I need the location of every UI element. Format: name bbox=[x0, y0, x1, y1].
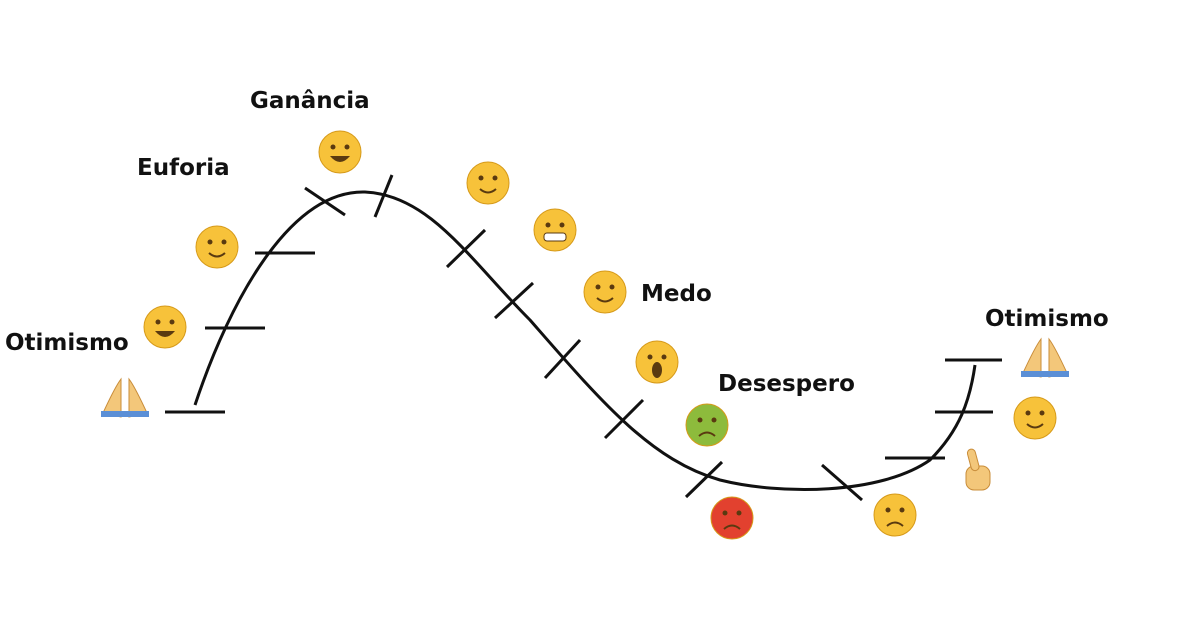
emoji-group bbox=[101, 130, 1069, 540]
money-mouth-icon bbox=[318, 130, 362, 174]
upside-down-icon bbox=[583, 270, 627, 314]
tick-marks bbox=[165, 174, 1002, 502]
praying-hands-icon bbox=[101, 377, 149, 418]
nauseated-icon bbox=[685, 403, 729, 447]
label-otimismo-end: Otimismo bbox=[985, 306, 1109, 332]
label-otimismo-start: Otimismo bbox=[5, 330, 129, 356]
grimacing-icon bbox=[533, 208, 577, 252]
disappointed-icon bbox=[873, 493, 917, 537]
praying-hands-icon bbox=[1021, 337, 1069, 378]
smirking-icon bbox=[466, 161, 510, 205]
relieved-icon bbox=[1013, 396, 1057, 440]
label-medo: Medo bbox=[641, 281, 712, 307]
screaming-icon bbox=[635, 340, 679, 384]
cycle-curve bbox=[193, 190, 977, 492]
grinning-icon bbox=[143, 305, 187, 349]
angry-icon bbox=[710, 496, 754, 540]
label-ganancia: Ganância bbox=[250, 88, 370, 114]
label-desespero: Desespero bbox=[718, 371, 855, 397]
crossed-fingers-icon bbox=[965, 448, 991, 491]
label-euforia: Euforia bbox=[137, 155, 230, 181]
woozy-icon bbox=[195, 225, 239, 269]
